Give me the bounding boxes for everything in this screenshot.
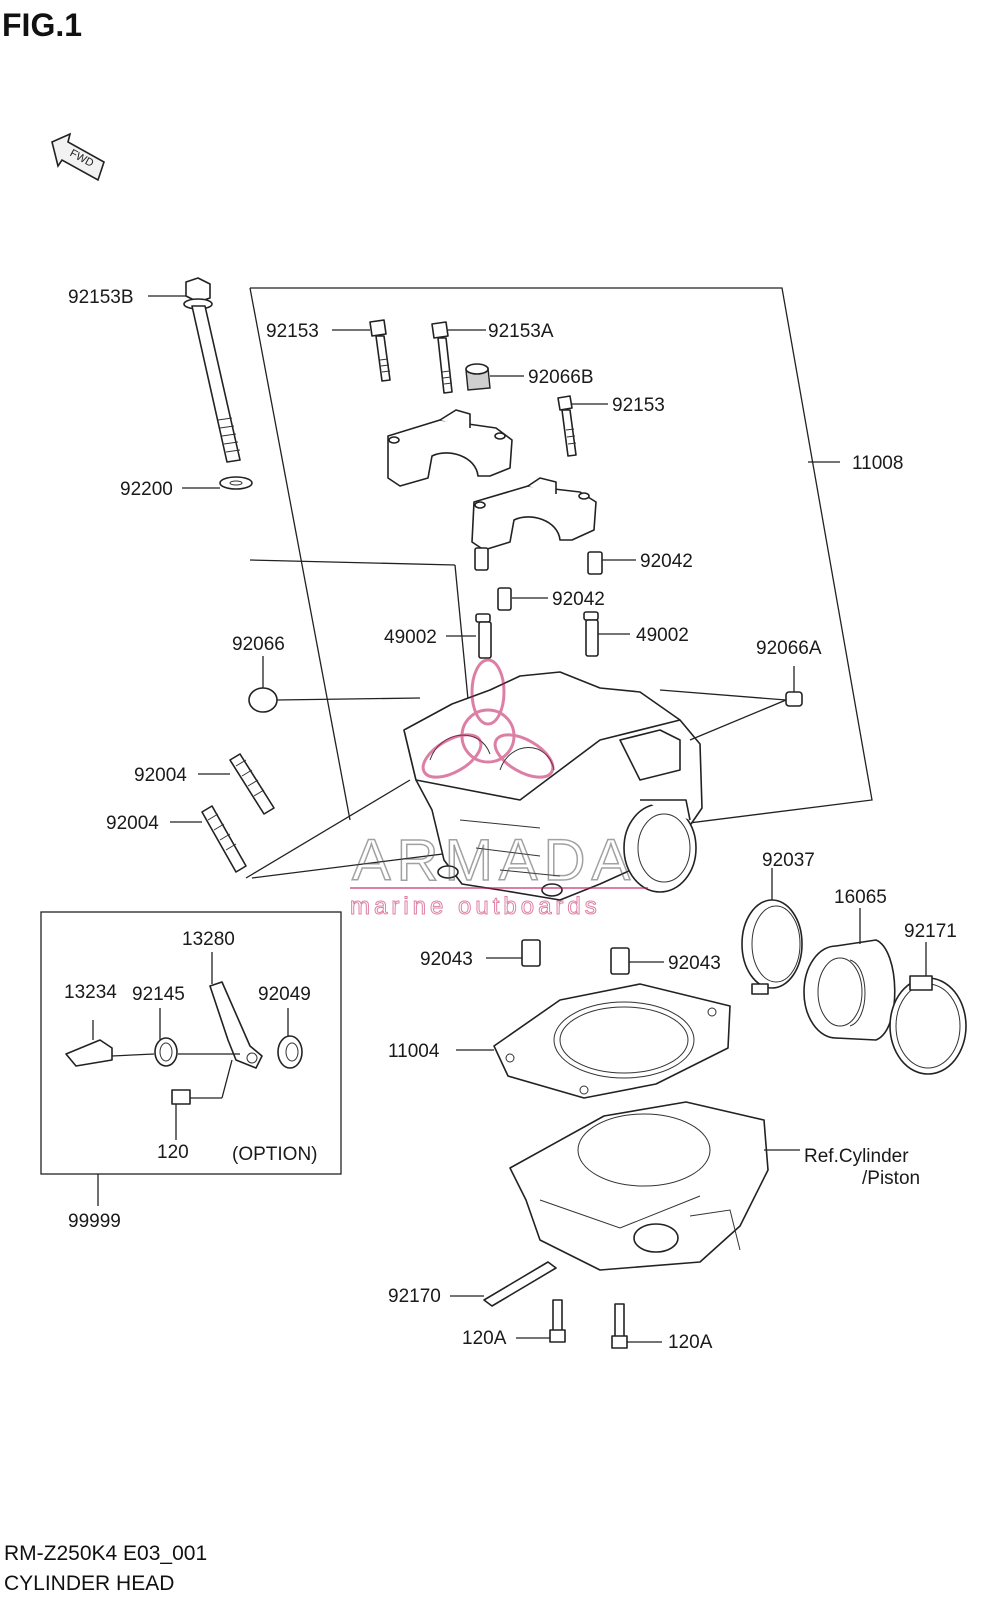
footer-section: CYLINDER HEAD (4, 1572, 174, 1595)
guide-92170 (483, 1261, 557, 1307)
seal-92049 (277, 1035, 303, 1069)
stud-92004-lower (201, 805, 247, 873)
guide-49002-right (583, 611, 599, 657)
callout-92004-upper: 92004 (134, 765, 187, 786)
figure-title: FIG.1 (2, 7, 82, 43)
callout-92153B: 92153B (68, 287, 134, 308)
callout-16065: 16065 (834, 887, 887, 908)
callout-92004-lower: 92004 (106, 813, 159, 834)
footer-model-code: RM-Z250K4 E03_001 (4, 1542, 207, 1565)
dowel-92043-left (521, 939, 541, 967)
callout-92066A: 92066A (756, 638, 822, 659)
part-13234 (65, 1039, 113, 1067)
callout-49002-left: 49002 (384, 627, 437, 648)
cylinder-reference (509, 1101, 769, 1271)
callout-120A-left: 120A (462, 1328, 507, 1349)
dowel-92042-a (474, 547, 489, 571)
callout-92170: 92170 (388, 1286, 441, 1307)
bolt-92153-left (369, 319, 391, 382)
callout-92042-right: 92042 (640, 551, 693, 572)
callout-92200: 92200 (120, 479, 173, 500)
watermark: ARMADA marine outboards (350, 658, 648, 921)
callout-92145: 92145 (132, 984, 185, 1005)
cylinder-head (403, 671, 703, 901)
clamp-92171 (889, 975, 967, 1075)
long-bolt-92153B (183, 277, 241, 463)
plug-92066 (248, 687, 278, 713)
callout-92043-left: 92043 (420, 949, 473, 970)
callout-92153-right: 92153 (612, 395, 665, 416)
callout-92171: 92171 (904, 921, 957, 942)
callout-11004: 11004 (388, 1041, 440, 1062)
watermark-logo-icon (421, 658, 555, 779)
callout-13234: 13234 (64, 982, 117, 1003)
gasket-11004 (493, 983, 731, 1099)
dowel-92043-right (610, 947, 630, 975)
option-box (40, 911, 342, 1175)
ref-piston-label: /Piston (862, 1168, 920, 1189)
callout-92037: 92037 (762, 850, 815, 871)
callout-92153-left: 92153 (266, 321, 319, 342)
callout-13280: 13280 (182, 929, 235, 950)
collar-92066B (465, 363, 491, 391)
option-label: (OPTION) (232, 1144, 318, 1165)
callout-99999: 99999 (68, 1211, 121, 1232)
screw-120 (171, 1089, 191, 1105)
callout-92066: 92066 (232, 634, 285, 655)
callout-120A-right: 120A (668, 1332, 713, 1353)
plug-92066A (785, 691, 803, 707)
callout-92042-center: 92042 (552, 589, 605, 610)
callout-92049: 92049 (258, 984, 311, 1005)
dowel-92042-b (587, 551, 603, 575)
ring-92037 (741, 899, 803, 995)
callout-11008: 11008 (852, 453, 903, 474)
stud-92004-upper (229, 753, 275, 815)
callout-92066B: 92066B (528, 367, 594, 388)
callout-49002-right: 49002 (636, 625, 689, 646)
callout-92043-right: 92043 (668, 953, 721, 974)
watermark-tagline: marine outboards (350, 893, 601, 920)
intake-holder-16065 (803, 939, 896, 1041)
lever-13280 (209, 981, 263, 1069)
washer-92200 (219, 476, 253, 490)
guide-49002-left (475, 613, 492, 659)
fwd-arrow-icon: FWD (51, 132, 105, 182)
bolt-120A-right (611, 1303, 628, 1349)
watermark-brand: ARMADA (352, 828, 636, 893)
callout-120: 120 (157, 1142, 189, 1163)
dowel-92042-c (497, 587, 512, 611)
spring-92145 (154, 1037, 178, 1067)
callout-92153A: 92153A (488, 321, 554, 342)
bolt-120A-left (549, 1299, 566, 1343)
bolt-92153A (431, 321, 453, 394)
ref-cylinder-label: Ref.Cylinder (804, 1146, 909, 1167)
camshaft-cap-right (471, 477, 597, 551)
bolt-92153-right (557, 395, 577, 457)
camshaft-cap-left (387, 409, 513, 487)
